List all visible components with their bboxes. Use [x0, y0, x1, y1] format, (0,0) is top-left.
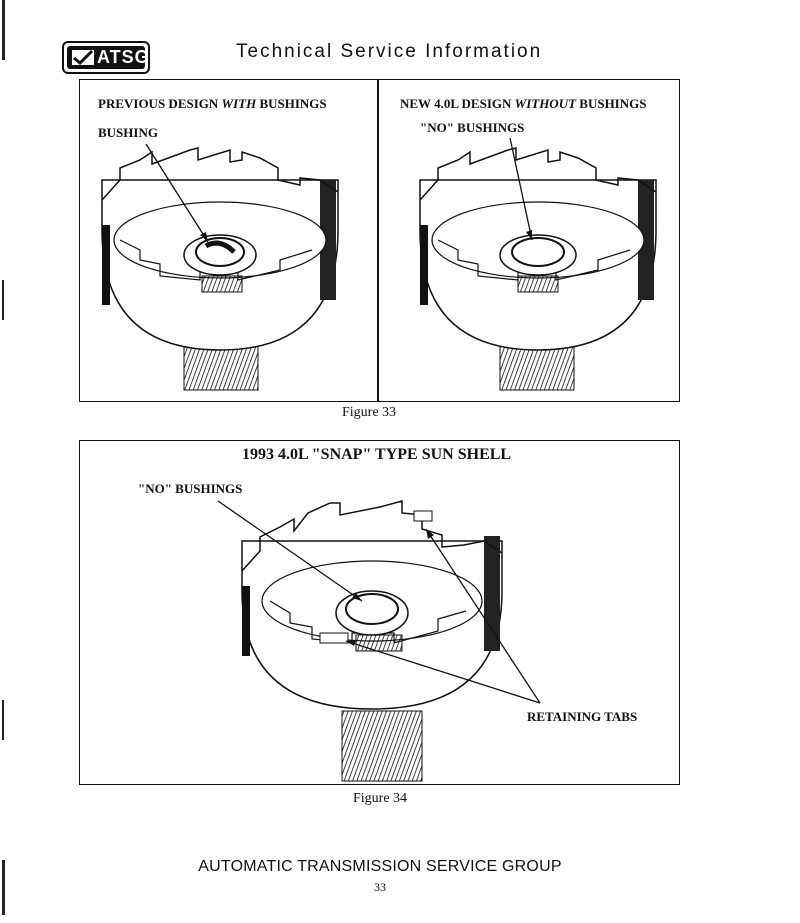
scan-edge-mark: [2, 860, 5, 915]
figure-33-frame: PREVIOUS DESIGN WITH BUSHINGS BUSHING NE…: [79, 79, 680, 402]
snap-type-sun-shell-illustration: [217, 500, 541, 782]
logo-text: ATSG: [97, 47, 150, 67]
figure-33-caption: Figure 33: [342, 405, 397, 420]
footer-organization: AUTOMATIC TRANSMISSION SERVICE GROUP: [198, 858, 562, 875]
figure-34-caption: Figure 34: [353, 791, 408, 806]
atsg-logo: ATSG: [62, 41, 150, 74]
sun-shell-without-bushing-illustration: [419, 137, 657, 391]
scan-edge-mark: [2, 280, 4, 320]
page-number: 33: [374, 880, 386, 894]
no-bushings-callout: "NO" BUSHINGS: [138, 481, 243, 496]
page-header-title: Technical Service Information: [236, 41, 543, 62]
bushing-callout: BUSHING: [98, 125, 158, 140]
figure-34-frame: 1993 4.0L "SNAP" TYPE SUN SHELL "NO" BUS…: [79, 440, 680, 785]
panel-divider: [377, 80, 379, 401]
figure-34-title: 1993 4.0L "SNAP" TYPE SUN SHELL: [242, 446, 512, 463]
scan-edge-mark: [2, 700, 4, 740]
figure-33-right-title: NEW 4.0L DESIGN WITHOUT BUSHINGS: [400, 96, 647, 111]
figure-33-left-title: PREVIOUS DESIGN WITH BUSHINGS: [98, 96, 327, 111]
retaining-tabs-callout: RETAINING TABS: [527, 709, 638, 724]
scan-edge-mark: [2, 0, 5, 60]
no-bushings-callout: "NO" BUSHINGS: [420, 120, 525, 135]
sun-shell-with-bushing-illustration: [101, 143, 339, 391]
